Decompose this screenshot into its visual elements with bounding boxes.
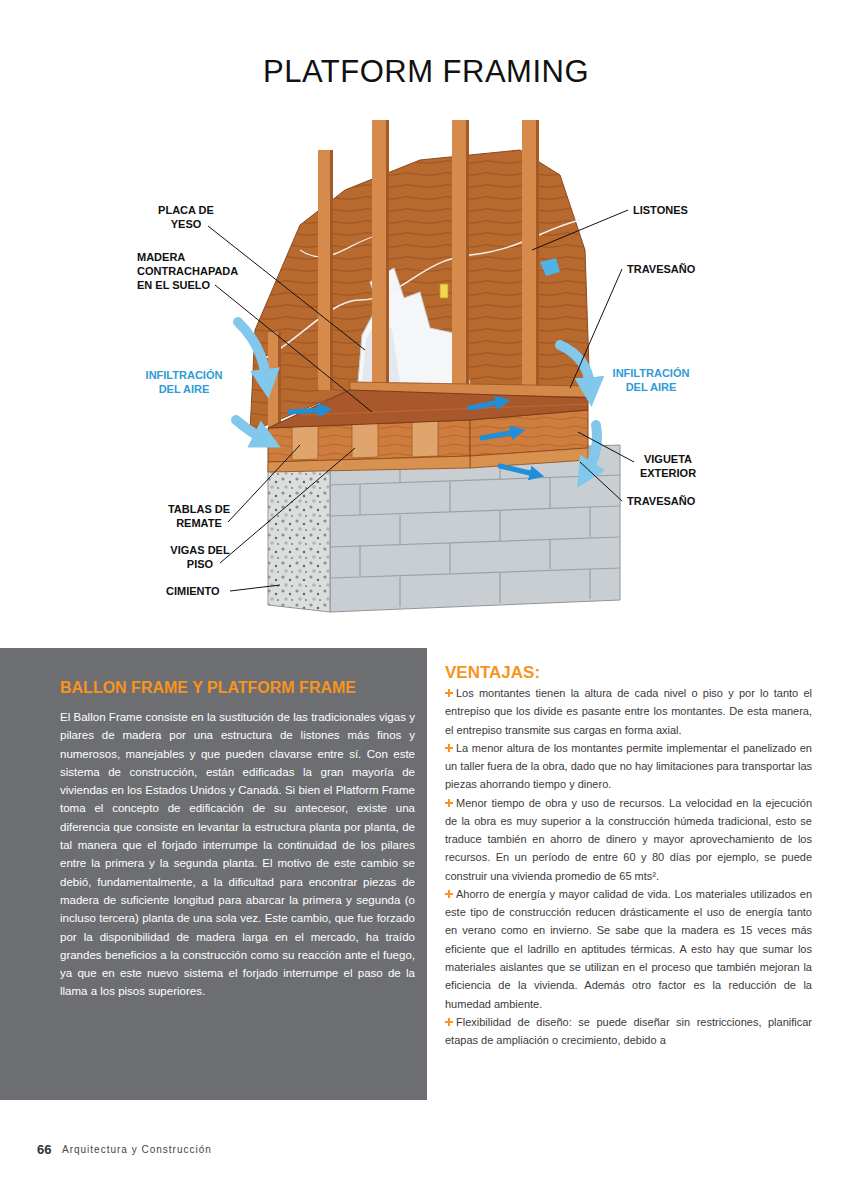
bullet-plus [445, 799, 453, 807]
label-wrapper: CIMIENTO [166, 584, 220, 598]
label-wrapper: TRAVESAÑO [627, 262, 695, 276]
text-panel: BALLON FRAME Y PLATFORM FRAME El Ballon F… [0, 648, 427, 1100]
panel-body-text: El Ballon Frame consiste en la sustituci… [60, 708, 415, 1001]
bullet-plus [445, 1018, 453, 1026]
stud [452, 120, 469, 386]
leader-line [580, 462, 622, 501]
running-footer: Arquitectura y Construcción [62, 1144, 212, 1155]
plus-sign [445, 890, 453, 898]
electric-wire [300, 235, 380, 257]
leader-line [228, 445, 300, 522]
label-wrapper: VIGUETA EXTERIOR [630, 452, 706, 480]
bullet-plus [445, 744, 453, 752]
part-label: PLACA DE YESO [150, 203, 222, 231]
part-label: VIGUETA EXTERIOR [630, 452, 706, 480]
stud-edge [386, 120, 389, 384]
air-label: INFILTRACIÓN DEL AIRE [603, 366, 699, 394]
foundation-section [268, 455, 330, 612]
leader-line [578, 432, 634, 462]
stud-edge [536, 120, 539, 387]
air-arrow [238, 322, 266, 378]
sill-plate [470, 448, 588, 468]
label-wrapper: Arquitectura y Construcción [62, 1144, 212, 1155]
part-label: VIGAS DEL PISO [163, 543, 237, 571]
air-arrow [470, 402, 500, 408]
stud [372, 120, 389, 384]
bullet-plus [445, 689, 453, 697]
label-wrapper: 66 [37, 1142, 51, 1157]
leader-line [230, 585, 280, 591]
section-heading: VENTAJAS: [445, 662, 812, 684]
joist-end [292, 426, 318, 460]
page-title: PLATFORM FRAMING [0, 54, 852, 90]
bullet-item: La menor altura de los montantes permite… [445, 739, 812, 794]
bullet-plus [445, 890, 453, 898]
label-wrapper: INFILTRACIÓN DEL AIRE [136, 368, 232, 396]
leader-line [208, 226, 365, 350]
panel-heading: BALLON FRAME Y PLATFORM FRAME [60, 678, 415, 698]
stud [318, 150, 333, 390]
plus-sign [445, 689, 453, 697]
air-arrow [290, 410, 322, 412]
part-label: TRAVESAÑO [627, 494, 695, 508]
part-label: MADERA CONTRACHAPADA EN EL SUELO [137, 250, 249, 292]
air-gap-arrows [290, 402, 534, 474]
bullet-text: Los montantes tienen la altura de cada n… [445, 687, 812, 736]
wall-studs [268, 120, 539, 428]
joist-end [412, 421, 438, 457]
plus-sign [445, 1018, 453, 1026]
stud [522, 120, 539, 387]
air-arrow [588, 425, 597, 470]
label-wrapper: PLACA DE YESO [150, 203, 222, 231]
air-infiltration-arrows [236, 322, 597, 470]
sill-plate [268, 456, 470, 472]
block-joint [360, 446, 590, 607]
subfloor-seam [300, 404, 588, 415]
leader-line [220, 448, 355, 563]
plus-sign [445, 744, 453, 752]
leader-line [532, 210, 628, 250]
part-label: LISTONES [633, 203, 688, 217]
leader-line [215, 285, 372, 412]
title-wrapper: PLATFORM FRAMING [0, 54, 852, 90]
part-label: TABLAS DE REMATE [160, 502, 238, 530]
bullet-item: Menor tiempo de obra y uso de recursos. … [445, 794, 812, 885]
leader-lines [208, 210, 634, 591]
air-label: INFILTRACIÓN DEL AIRE [136, 368, 232, 396]
bullet-text: Ahorro de energía y mayor calidad de vid… [445, 888, 812, 1010]
block-joint [330, 475, 620, 578]
stud-edge [330, 150, 333, 390]
air-arrow [482, 432, 515, 438]
label-wrapper: INFILTRACIÓN DEL AIRE [603, 366, 699, 394]
bullet-text: Menor tiempo de obra y uso de recursos. … [445, 797, 812, 882]
electric-box [440, 284, 448, 298]
label-wrapper: TRAVESAÑO [627, 494, 695, 508]
label-wrapper: VIGAS DEL PISO [163, 543, 237, 571]
label-wrapper: TABLAS DE REMATE [160, 502, 238, 530]
air-arrow [500, 466, 534, 474]
label-wrapper: MADERA CONTRACHAPADA EN EL SUELO [137, 250, 249, 292]
joist-end [352, 423, 378, 458]
stud-edge [466, 120, 469, 386]
stud-edge [278, 332, 281, 428]
blue-tab [540, 258, 560, 276]
plus-sign [445, 799, 453, 807]
air-arrow [560, 345, 590, 386]
label-wrapper: LISTONES [633, 203, 688, 217]
page-number: 66 [37, 1142, 51, 1157]
part-label: TRAVESAÑO [627, 262, 695, 276]
bullet-item: Los montantes tienen la altura de cada n… [445, 684, 812, 739]
plywood-subfloor [268, 390, 588, 428]
bullet-item: Flexibilidad de diseño: se puede diseñar… [445, 1013, 812, 1050]
bullet-text: Flexibilidad de diseño: se puede diseñar… [445, 1016, 812, 1046]
bullet-item: Ahorro de energía y mayor calidad de vid… [445, 885, 812, 1013]
bullet-text: La menor altura de los montantes permite… [445, 742, 812, 791]
advantages-column: VENTAJAS: Los montantes tienen la altura … [445, 662, 812, 1049]
part-label: CIMIENTO [166, 584, 220, 598]
air-arrow [236, 420, 262, 438]
